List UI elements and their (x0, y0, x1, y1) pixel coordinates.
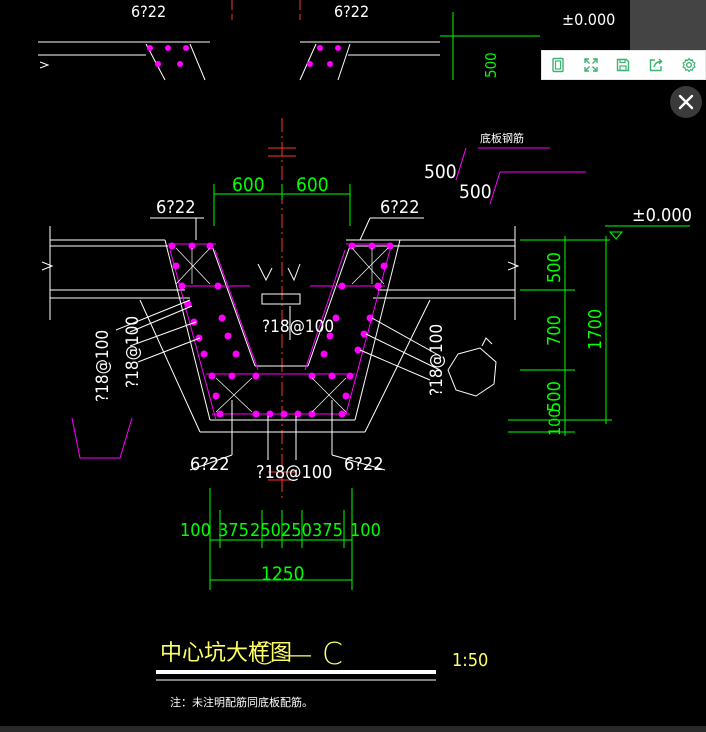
dim-1700: 1700 (585, 309, 606, 350)
fullscreen-icon (584, 58, 598, 72)
drawing-title: 中心坑大样图 (160, 641, 292, 666)
bottom-bar-left-label: 6?22 (190, 454, 230, 475)
stirrup-center-label: ?18@100 (262, 317, 334, 337)
stirrup-right-label: ?18@100 (427, 324, 447, 396)
share-icon (649, 58, 663, 72)
dim-100: 100 (545, 409, 564, 436)
viewer-side-strip (630, 0, 706, 50)
fullscreen-button[interactable] (578, 52, 604, 78)
bottom-bar-right-label: 6?22 (344, 454, 384, 475)
dim-700: 700 (544, 315, 565, 346)
top-partial-rebar (147, 45, 341, 67)
leader-lines (115, 217, 441, 471)
bottom-dim-2: 375 (218, 520, 249, 541)
bottom-scrollbar[interactable] (0, 726, 706, 732)
dim-600-left: 600 (232, 174, 265, 196)
bottom-dim-4: 250 (281, 520, 312, 541)
settings-icon (681, 57, 696, 73)
center-axis (268, 118, 296, 500)
lap-annotation (455, 147, 586, 205)
close-icon (678, 94, 694, 110)
top-partial-drawing (38, 0, 540, 81)
drawing-section: C — C (252, 637, 343, 672)
save-icon (617, 58, 630, 72)
top-partial-elevation: ±0.000 (562, 10, 615, 29)
dimension-lines (71, 184, 690, 590)
top-partial-dim: 500 (482, 52, 500, 78)
stirrup-left-1-label: ?18@100 (93, 330, 113, 402)
dim-600-right: 600 (296, 174, 329, 196)
dim-500-bottom: 500 (544, 381, 565, 412)
page-icon (552, 57, 564, 73)
share-button[interactable] (643, 52, 669, 78)
close-button[interactable] (670, 86, 702, 118)
top-bar-left-label: 6?22 (156, 197, 196, 218)
page-button[interactable] (545, 52, 571, 78)
stirrup-left-2-label: ?18@100 (123, 316, 143, 388)
settings-button[interactable] (676, 52, 702, 78)
rebar-bars (168, 242, 394, 418)
bottom-stirrup-label: ?18@100 (256, 462, 332, 483)
bottom-dim-5: 375 (312, 520, 343, 541)
top-bar-right-label: 6?22 (380, 197, 420, 218)
bottom-dim-1: 100 (180, 520, 211, 541)
dim-500-top: 500 (544, 252, 565, 283)
dim-1250: 1250 (261, 563, 305, 585)
save-button[interactable] (610, 52, 636, 78)
viewer-toolbar (541, 50, 706, 80)
bottom-dim-3: 250 (250, 520, 281, 541)
drawing-note: 注：未注明配筋同底板配筋。 (170, 695, 313, 709)
rebar-ties (175, 247, 389, 413)
bottom-slab-rebar-label: 底板钢筋 (480, 131, 524, 145)
lap-length-a: 500 (424, 161, 457, 183)
elevation-label: ±0.000 (632, 205, 692, 226)
top-partial-bar-left: 6?22 (131, 2, 166, 21)
bottom-dim-6: 100 (350, 520, 381, 541)
top-partial-bar-right: 6?22 (334, 2, 369, 21)
lap-length-b: 500 (459, 181, 492, 203)
drawing-scale: 1:50 (452, 650, 488, 671)
